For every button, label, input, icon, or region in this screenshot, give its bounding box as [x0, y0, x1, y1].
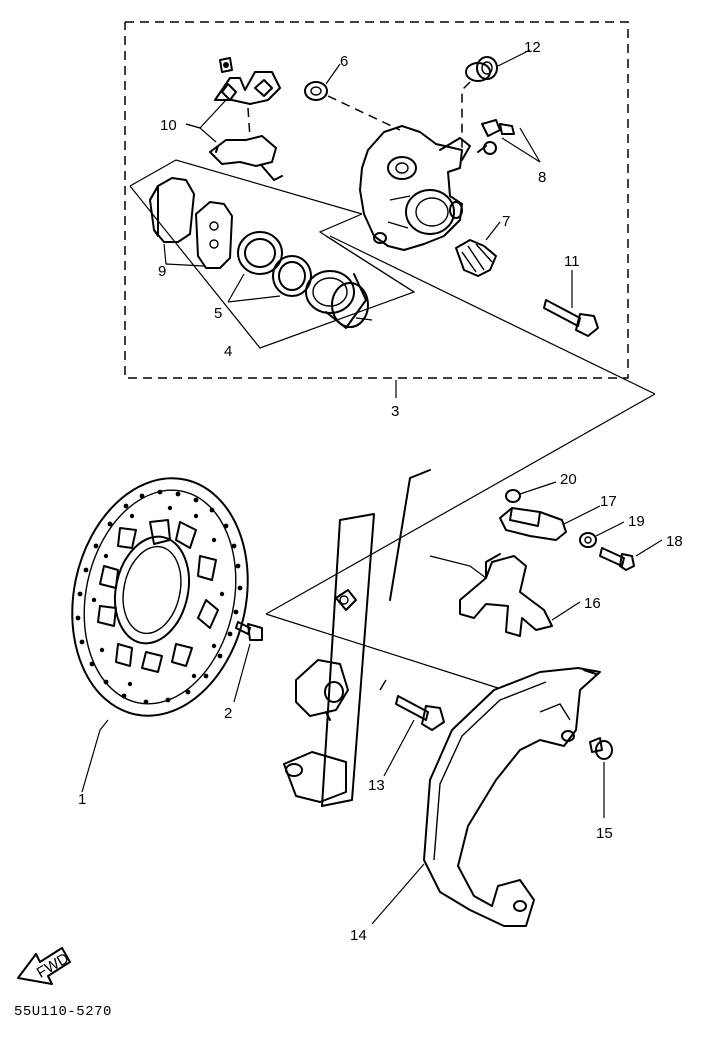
cover-screw-part: [589, 737, 613, 760]
piston-seal-part: [237, 231, 312, 297]
callout-10: 10: [160, 117, 177, 134]
callout-12: 12: [524, 39, 541, 56]
dust-boot-part: [455, 239, 497, 277]
axle-holder-bolt-part: [395, 695, 445, 731]
callout-1: 1: [78, 791, 86, 808]
callout-14: 14: [350, 927, 367, 944]
callout-19: 19: [628, 513, 645, 530]
callout-17: 17: [600, 493, 617, 510]
clamp-nut-part: [505, 489, 521, 503]
callout-16: 16: [584, 595, 601, 612]
disc-perforations: [75, 489, 243, 705]
callout-9: 9: [158, 263, 166, 280]
brake-pad-part: [149, 177, 233, 269]
caliper-assembly-dashed-box: [124, 21, 629, 379]
callout-8: 8: [538, 169, 546, 186]
hose-guide-part: [459, 553, 553, 637]
callout-5: 5: [214, 305, 222, 322]
brake-disc-part: [71, 477, 249, 717]
disc-bolt-part: [235, 621, 263, 641]
pad-support-clip-part: [209, 57, 283, 181]
callout-11: 11: [564, 253, 580, 270]
callout-4: 4: [224, 343, 232, 360]
callout-7: 7: [502, 213, 510, 230]
forward-direction-arrow: FWD: [17, 947, 72, 985]
clamp-bolt-part: [599, 547, 635, 571]
callout-2: 2: [224, 705, 232, 722]
callout-18: 18: [666, 533, 683, 550]
bleed-cap-part: [465, 56, 498, 82]
callout-6: 6: [340, 53, 348, 70]
callout-20: 20: [560, 471, 577, 488]
front-fork-leg-part: [283, 469, 431, 807]
bleed-screw-part: [477, 119, 515, 155]
nut-part-6: [304, 81, 328, 101]
callout-13: 13: [368, 777, 385, 794]
pin-bolt-part: [543, 299, 599, 337]
callout-3: 3: [391, 403, 399, 420]
disc-cover-part: [423, 667, 601, 927]
hose-clamp-part: [499, 507, 567, 541]
washer-part: [579, 532, 597, 548]
caliper-body-part: [359, 125, 471, 251]
catalog-code: 55U110-5270: [14, 1004, 112, 1020]
callout-15: 15: [596, 825, 613, 842]
